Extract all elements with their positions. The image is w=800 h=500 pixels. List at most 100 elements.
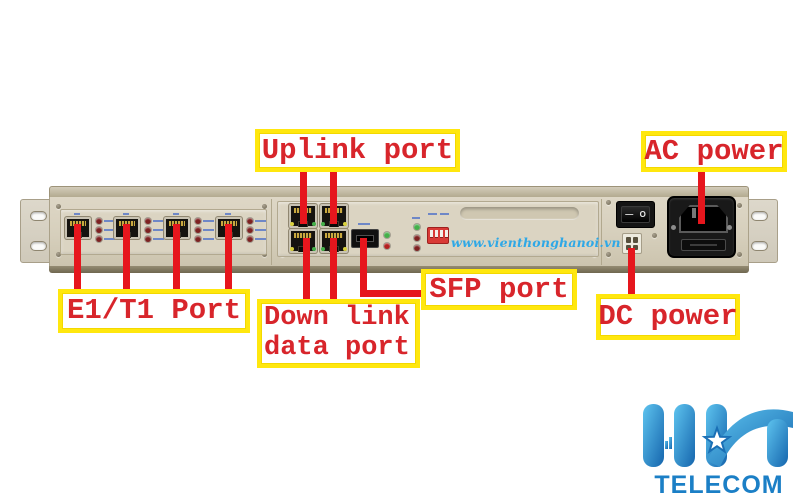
- callout-dc-text: DC power: [598, 300, 738, 334]
- dc-power-connector: [622, 233, 642, 254]
- led-label: [203, 238, 214, 240]
- mounting-hole: [751, 211, 768, 221]
- screw: [606, 252, 611, 257]
- link-led: [343, 222, 347, 226]
- led-label: [153, 220, 164, 222]
- port-number-label: [74, 213, 80, 215]
- led-label: [412, 217, 420, 219]
- callout-e1t1-text: E1/T1 Port: [66, 294, 242, 328]
- status-led: [96, 227, 102, 233]
- link-led: [343, 247, 347, 251]
- callout-ac-text: AC power: [644, 134, 784, 168]
- downlink-pointer-line-2: [330, 238, 337, 302]
- screw: [56, 252, 61, 257]
- panel-recess: [460, 207, 579, 220]
- port-number-label: [173, 213, 179, 215]
- link-led: [312, 222, 316, 226]
- mounting-hole: [30, 211, 47, 221]
- e1-pointer-line-1: [74, 224, 81, 291]
- dc-pointer-line: [628, 248, 635, 297]
- dip-switch-block[interactable]: [427, 227, 449, 244]
- dip-label: [440, 213, 449, 215]
- led-label: [104, 229, 115, 231]
- callout-sfp-text: SFP port: [429, 272, 569, 306]
- dip-switch-2[interactable]: [435, 230, 438, 237]
- uplink-pointer-line-1: [300, 169, 307, 224]
- chassis-top-edge: [49, 186, 749, 197]
- status-led: [247, 218, 253, 224]
- status-led: [247, 227, 253, 233]
- switch-on-mark: —: [625, 209, 634, 219]
- ac-pointer-line: [698, 169, 705, 224]
- status-led: [96, 218, 102, 224]
- alarm-led: [414, 235, 420, 241]
- ac-pin: [692, 208, 696, 218]
- sfp-link-led: [384, 232, 390, 238]
- led-label: [255, 229, 266, 231]
- dip-switch-1[interactable]: [430, 230, 433, 237]
- port-number-label: [225, 213, 231, 215]
- led-label: [104, 238, 115, 240]
- status-led: [96, 236, 102, 242]
- led-label: [255, 220, 266, 222]
- led-label: [203, 220, 214, 222]
- led-label: [153, 238, 164, 240]
- hn-telecom-logo: TELECOM: [643, 404, 793, 499]
- dip-switch-4[interactable]: [445, 230, 448, 237]
- dip-label: [428, 213, 437, 215]
- watermark-text: www.vienthonghanoi.vn: [451, 235, 621, 250]
- sfp-alarm-led: [384, 243, 390, 249]
- logo-monogram-hn: [643, 404, 793, 467]
- e1-pointer-line-2: [123, 224, 130, 291]
- screw: [737, 252, 742, 257]
- uplink-pointer-line-2: [330, 169, 337, 224]
- led-label: [104, 220, 115, 222]
- link-led: [290, 247, 294, 251]
- link-led: [290, 222, 294, 226]
- e1-pointer-line-4: [225, 224, 232, 291]
- ac-screw: [727, 225, 732, 230]
- screw: [737, 203, 742, 208]
- panel-seam: [271, 199, 272, 265]
- sfp-pointer-line-horizontal: [360, 290, 424, 297]
- power-rocker[interactable]: — O: [621, 206, 650, 223]
- screw: [262, 204, 267, 209]
- screw: [606, 200, 611, 205]
- status-led: [195, 218, 201, 224]
- fuse-drawer: [681, 239, 726, 251]
- sfp-label: [358, 223, 370, 225]
- dip-switch-3[interactable]: [440, 230, 443, 237]
- callout-downlink-port: Down link data port: [257, 299, 420, 368]
- panel-seam: [601, 199, 602, 265]
- mounting-hole: [30, 241, 47, 251]
- callout-uplink-port: Uplink port: [255, 129, 460, 172]
- chassis-bottom-edge: [49, 266, 749, 273]
- link-led: [321, 222, 325, 226]
- callout-downlink-line1: Down link: [264, 303, 410, 334]
- sfp-pointer-line-vertical: [360, 238, 367, 297]
- power-led: [414, 224, 420, 230]
- status-led: [145, 227, 151, 233]
- status-led: [195, 227, 201, 233]
- status-led: [145, 236, 151, 242]
- callout-downlink-line2: data port: [264, 332, 410, 363]
- status-led: [247, 236, 253, 242]
- logo-wordmark: TELECOM: [654, 471, 783, 499]
- callout-sfp-port: SFP port: [421, 269, 577, 310]
- link-led: [321, 247, 325, 251]
- callout-dc-power: DC power: [596, 294, 740, 340]
- logo-star-icon: [701, 424, 733, 454]
- downlink-pointer-line-1: [303, 238, 310, 302]
- callout-e1t1-port: E1/T1 Port: [58, 289, 250, 333]
- led-label: [203, 229, 214, 231]
- screw: [652, 233, 657, 238]
- callout-uplink-text: Uplink port: [261, 133, 454, 167]
- switch-off-mark: O: [639, 209, 646, 219]
- status-led: [195, 236, 201, 242]
- callout-ac-power: AC power: [641, 131, 787, 172]
- led-label: [255, 238, 266, 240]
- power-switch[interactable]: — O: [616, 201, 655, 228]
- alarm-led: [414, 245, 420, 251]
- link-led: [312, 247, 316, 251]
